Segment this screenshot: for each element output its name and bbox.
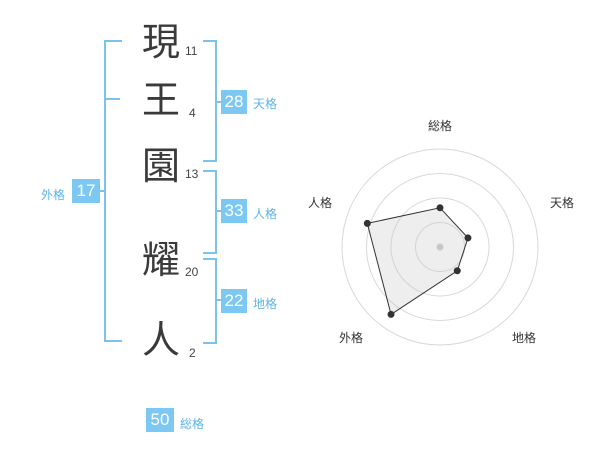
radar-ring <box>366 173 514 321</box>
chikaku-value-badge: 22 <box>221 289 247 313</box>
radar-point-3 <box>453 267 461 275</box>
sokaku-value-badge: 50 <box>146 408 174 432</box>
stroke-count-1: 11 <box>185 44 198 58</box>
name-char-4: 耀 <box>142 238 181 282</box>
radar-axis-label-2: 天格 <box>550 195 574 210</box>
chikaku-bracket <box>203 258 217 344</box>
radar-axis-label-1: 総格 <box>428 118 452 133</box>
name-char-3: 園 <box>142 144 181 188</box>
radar-point-2 <box>464 234 472 242</box>
jinkaku-tick <box>215 210 221 212</box>
gaikaku-label: 外格 <box>41 188 66 202</box>
jinkaku-bracket <box>203 170 217 254</box>
sokaku-label: 総格 <box>180 417 205 431</box>
name-char-5: 人 <box>142 318 181 362</box>
stroke-count-3: 13 <box>185 167 199 181</box>
radar-axis-label-5: 人格 <box>308 195 332 210</box>
chikaku-label: 地格 <box>253 297 278 311</box>
radar-point-4 <box>387 310 395 318</box>
jinkaku-label: 人格 <box>253 207 278 221</box>
chikaku-tick <box>215 299 221 301</box>
radar-center-dot <box>436 243 444 251</box>
jinkaku-value-badge: 33 <box>221 199 247 223</box>
tenkaku-label: 天格 <box>253 97 278 111</box>
name-char-2: 王 <box>142 78 181 122</box>
radar-point-1 <box>436 204 444 212</box>
radar-area <box>366 207 469 316</box>
radar-ring <box>341 148 539 346</box>
radar-axis-label-4: 外格 <box>339 330 363 345</box>
name-char-1: 現 <box>142 20 181 64</box>
tenkaku-value-badge: 28 <box>221 90 247 114</box>
stroke-count-5: 2 <box>189 346 196 360</box>
stroke-count-4: 20 <box>185 265 199 279</box>
radar-axis-label-3: 地格 <box>512 330 536 345</box>
tenkaku-tick <box>215 101 221 103</box>
gaikaku-value-badge: 17 <box>72 179 100 203</box>
gaikaku-bracket <box>104 40 122 342</box>
stroke-count-2: 4 <box>189 106 196 120</box>
radar-ring <box>390 197 490 297</box>
gaikaku-bracket-tick <box>104 98 120 100</box>
radar-point-5 <box>363 219 371 227</box>
